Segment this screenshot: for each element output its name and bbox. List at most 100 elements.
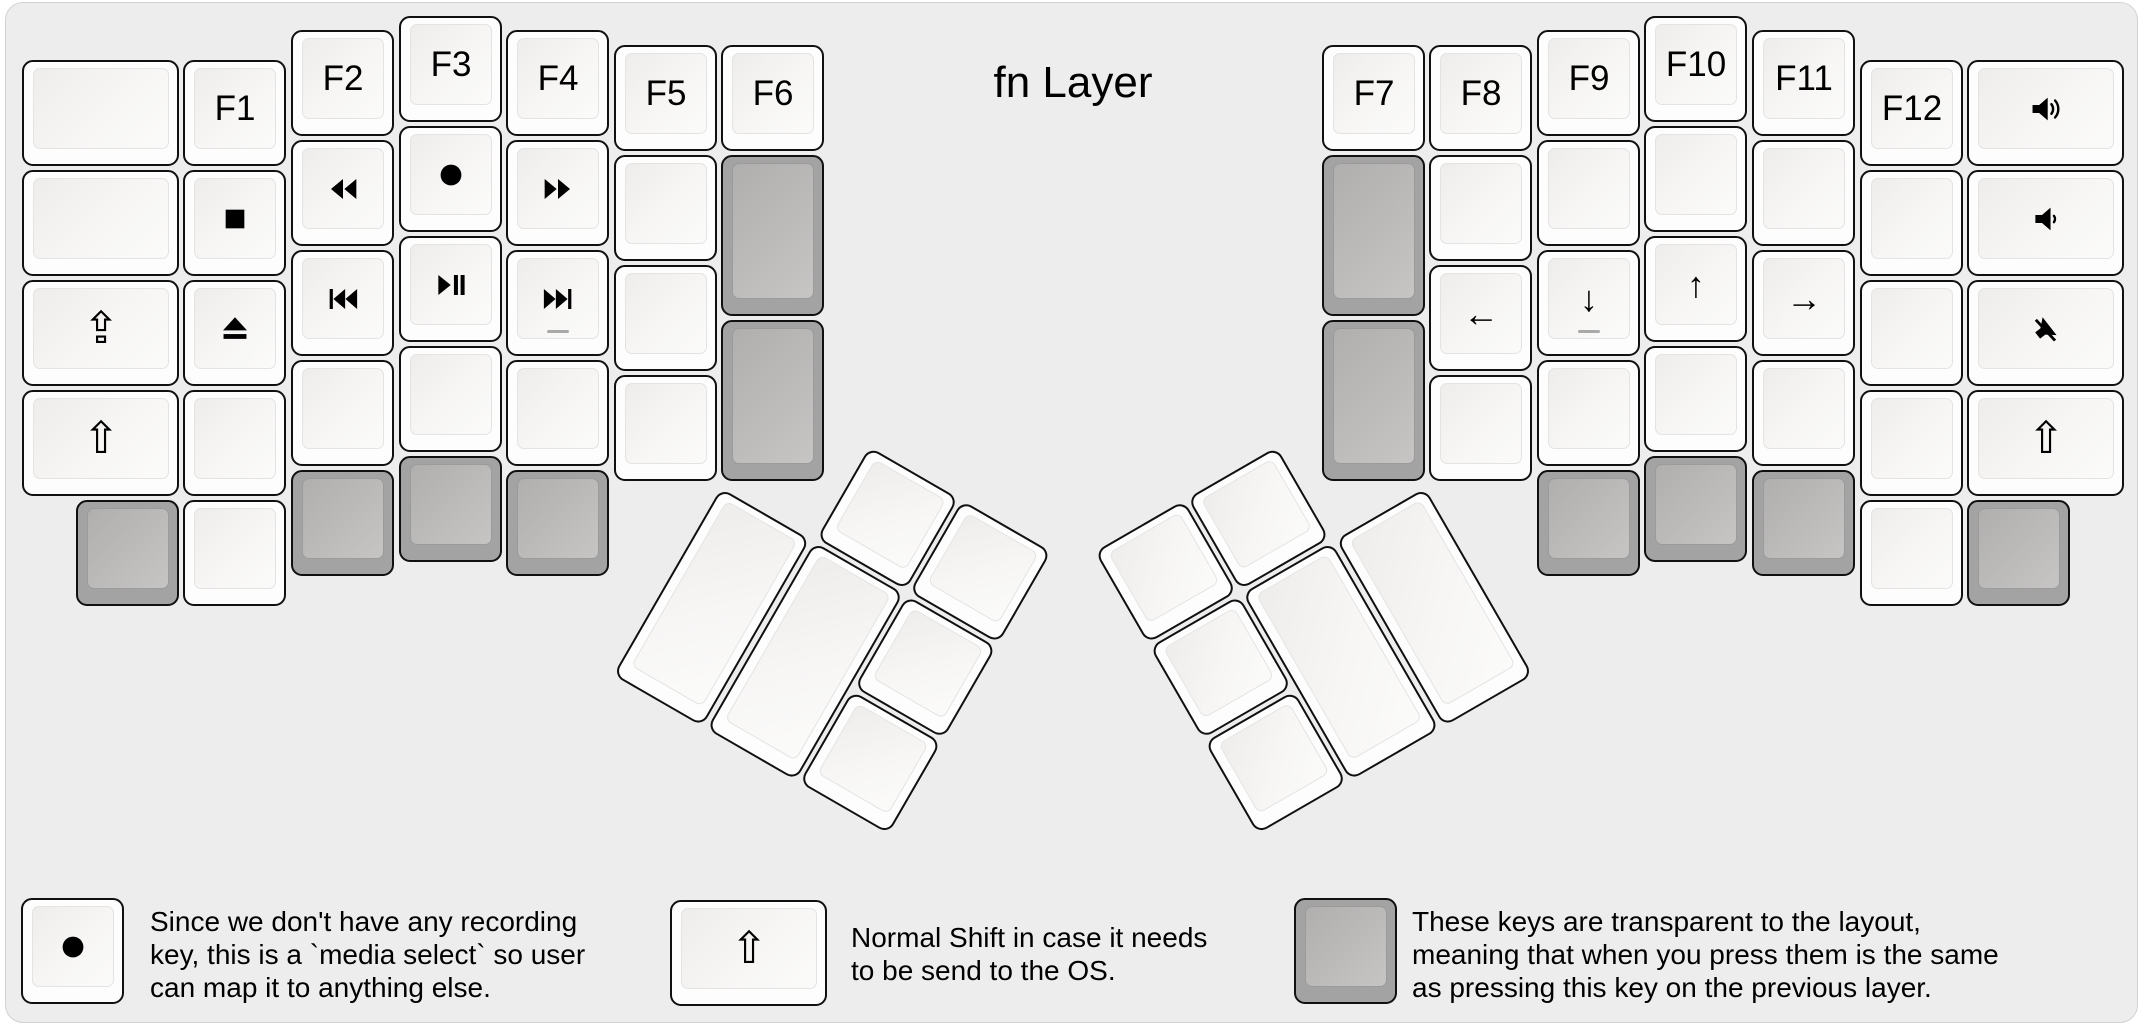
- homing-bar: [1578, 330, 1600, 333]
- key-blank-f5col-r4[interactable]: [614, 375, 717, 481]
- key-skip-back[interactable]: [291, 250, 394, 356]
- key-blank-left-r1[interactable]: [22, 60, 179, 166]
- key-record-keytop: [410, 134, 492, 215]
- key-f11-label: F11: [1775, 59, 1833, 98]
- key-f1-keytop: F1: [194, 68, 276, 149]
- key-transparent-f6col-r3[interactable]: [721, 320, 824, 481]
- key-stop[interactable]: [183, 170, 286, 276]
- key-transparent-right-bottom[interactable]: [1967, 500, 2070, 606]
- volume-down-icon: [2035, 207, 2057, 230]
- legend-line: meaning that when you press them is the …: [1412, 939, 1999, 970]
- key-blank-f8col-r2[interactable]: [1429, 155, 1532, 261]
- key-shift-left[interactable]: ⇧: [22, 390, 179, 496]
- left-arrow-icon: ←: [1463, 292, 1499, 334]
- legend-shift-key-keytop: ⇧: [681, 908, 817, 989]
- homing-bar: [547, 330, 569, 333]
- key-f5[interactable]: F5: [614, 45, 717, 151]
- key-f6[interactable]: F6: [721, 45, 824, 151]
- key-fast-forward[interactable]: [506, 140, 609, 246]
- key-blank-f4col-r4[interactable]: [506, 360, 609, 466]
- key-f7[interactable]: F7: [1322, 45, 1425, 151]
- key-skip-forward[interactable]: [506, 250, 609, 356]
- key-blank-f10col-r2[interactable]: [1644, 126, 1747, 232]
- key-eject[interactable]: [183, 280, 286, 386]
- skip-forward-icon: [543, 288, 572, 309]
- key-f4[interactable]: F4: [506, 30, 609, 136]
- key-mute-keytop: [1978, 288, 2114, 369]
- key-arrow-up[interactable]: ↑: [1644, 236, 1747, 342]
- legend-line: as pressing this key on the previous lay…: [1412, 972, 1932, 1003]
- key-transparent-f7col-r2[interactable]: [1322, 155, 1425, 316]
- key-f3-keytop: F3: [410, 24, 492, 105]
- key-arrow-left[interactable]: ←: [1429, 265, 1532, 371]
- key-blank-f1col-r5[interactable]: [183, 500, 286, 606]
- key-f12[interactable]: F12: [1860, 60, 1963, 166]
- key-play-pause-keytop: [410, 244, 492, 325]
- key-shift-left-keytop: ⇧: [33, 398, 169, 479]
- key-f1[interactable]: F1: [183, 60, 286, 166]
- key-blank-f12col-r3[interactable]: [1860, 280, 1963, 386]
- key-blank-left-r2[interactable]: [22, 170, 179, 276]
- key-caps-lock[interactable]: ⇪: [22, 280, 179, 386]
- key-arrow-right-keytop: →: [1763, 258, 1845, 339]
- shift-icon: ⇧: [2027, 413, 2065, 463]
- key-shift-right[interactable]: ⇧: [1967, 390, 2124, 496]
- key-blank-f3col-r4-keytop: [410, 354, 492, 435]
- key-volume-up-keytop: [1978, 68, 2114, 149]
- key-blank-f9col-r2[interactable]: [1537, 140, 1640, 246]
- key-transparent-f6col-r2[interactable]: [721, 155, 824, 316]
- key-f4-keytop: F4: [517, 38, 599, 119]
- key-blank-f1col-r4[interactable]: [183, 390, 286, 496]
- key-transparent-f10col[interactable]: [1644, 456, 1747, 562]
- key-f9[interactable]: F9: [1537, 30, 1640, 136]
- key-arrow-left-keytop: ←: [1440, 273, 1522, 354]
- key-transparent-f6col-r2-keytop: [732, 163, 814, 299]
- key-blank-f5col-r2[interactable]: [614, 155, 717, 261]
- fast-forward-icon: [544, 178, 570, 199]
- key-blank-f3col-r4[interactable]: [399, 346, 502, 452]
- key-transparent-f3col[interactable]: [399, 456, 502, 562]
- key-rewind[interactable]: [291, 140, 394, 246]
- key-transparent-left-bottom[interactable]: [76, 500, 179, 606]
- key-blank-f12col-r5[interactable]: [1860, 500, 1963, 606]
- key-f10-label: F10: [1665, 45, 1727, 84]
- key-blank-f12col-r4[interactable]: [1860, 390, 1963, 496]
- key-transparent-f4col-keytop: [517, 478, 599, 559]
- key-stop-keytop: [194, 178, 276, 259]
- key-blank-f8col-r2-keytop: [1440, 163, 1522, 244]
- key-record[interactable]: [399, 126, 502, 232]
- key-volume-down[interactable]: [1967, 170, 2124, 276]
- key-volume-down-keytop: [1978, 178, 2114, 259]
- key-f10[interactable]: F10: [1644, 16, 1747, 122]
- key-blank-f12col-r5-keytop: [1871, 508, 1953, 589]
- key-transparent-f10col-keytop: [1655, 464, 1737, 545]
- legend-transparent-key[interactable]: [1294, 898, 1397, 1004]
- key-blank-f11col-r4[interactable]: [1752, 360, 1855, 466]
- key-transparent-f7col-r3[interactable]: [1322, 320, 1425, 481]
- key-transparent-f9col[interactable]: [1537, 470, 1640, 576]
- key-f3[interactable]: F3: [399, 16, 502, 122]
- key-blank-f12col-r2[interactable]: [1860, 170, 1963, 276]
- key-blank-f9col-r4[interactable]: [1537, 360, 1640, 466]
- key-transparent-f2col[interactable]: [291, 470, 394, 576]
- legend-shift-key[interactable]: ⇧: [670, 900, 827, 1006]
- key-arrow-down[interactable]: ↓: [1537, 250, 1640, 356]
- key-play-pause[interactable]: [399, 236, 502, 342]
- key-transparent-f11col[interactable]: [1752, 470, 1855, 576]
- key-arrow-right[interactable]: →: [1752, 250, 1855, 356]
- key-f8[interactable]: F8: [1429, 45, 1532, 151]
- key-blank-f10col-r4[interactable]: [1644, 346, 1747, 452]
- key-blank-f2col-r4[interactable]: [291, 360, 394, 466]
- key-blank-f8col-r4[interactable]: [1429, 375, 1532, 481]
- key-f2[interactable]: F2: [291, 30, 394, 136]
- key-mute[interactable]: [1967, 280, 2124, 386]
- key-f11[interactable]: F11: [1752, 30, 1855, 136]
- key-blank-f11col-r2[interactable]: [1752, 140, 1855, 246]
- key-blank-f5col-r3[interactable]: [614, 265, 717, 371]
- record-icon: [62, 936, 84, 957]
- key-volume-up[interactable]: [1967, 60, 2124, 166]
- key-eject-keytop: [194, 288, 276, 369]
- key-transparent-f4col[interactable]: [506, 470, 609, 576]
- key-f4-label: F4: [537, 59, 579, 98]
- legend-record-key[interactable]: [21, 898, 124, 1004]
